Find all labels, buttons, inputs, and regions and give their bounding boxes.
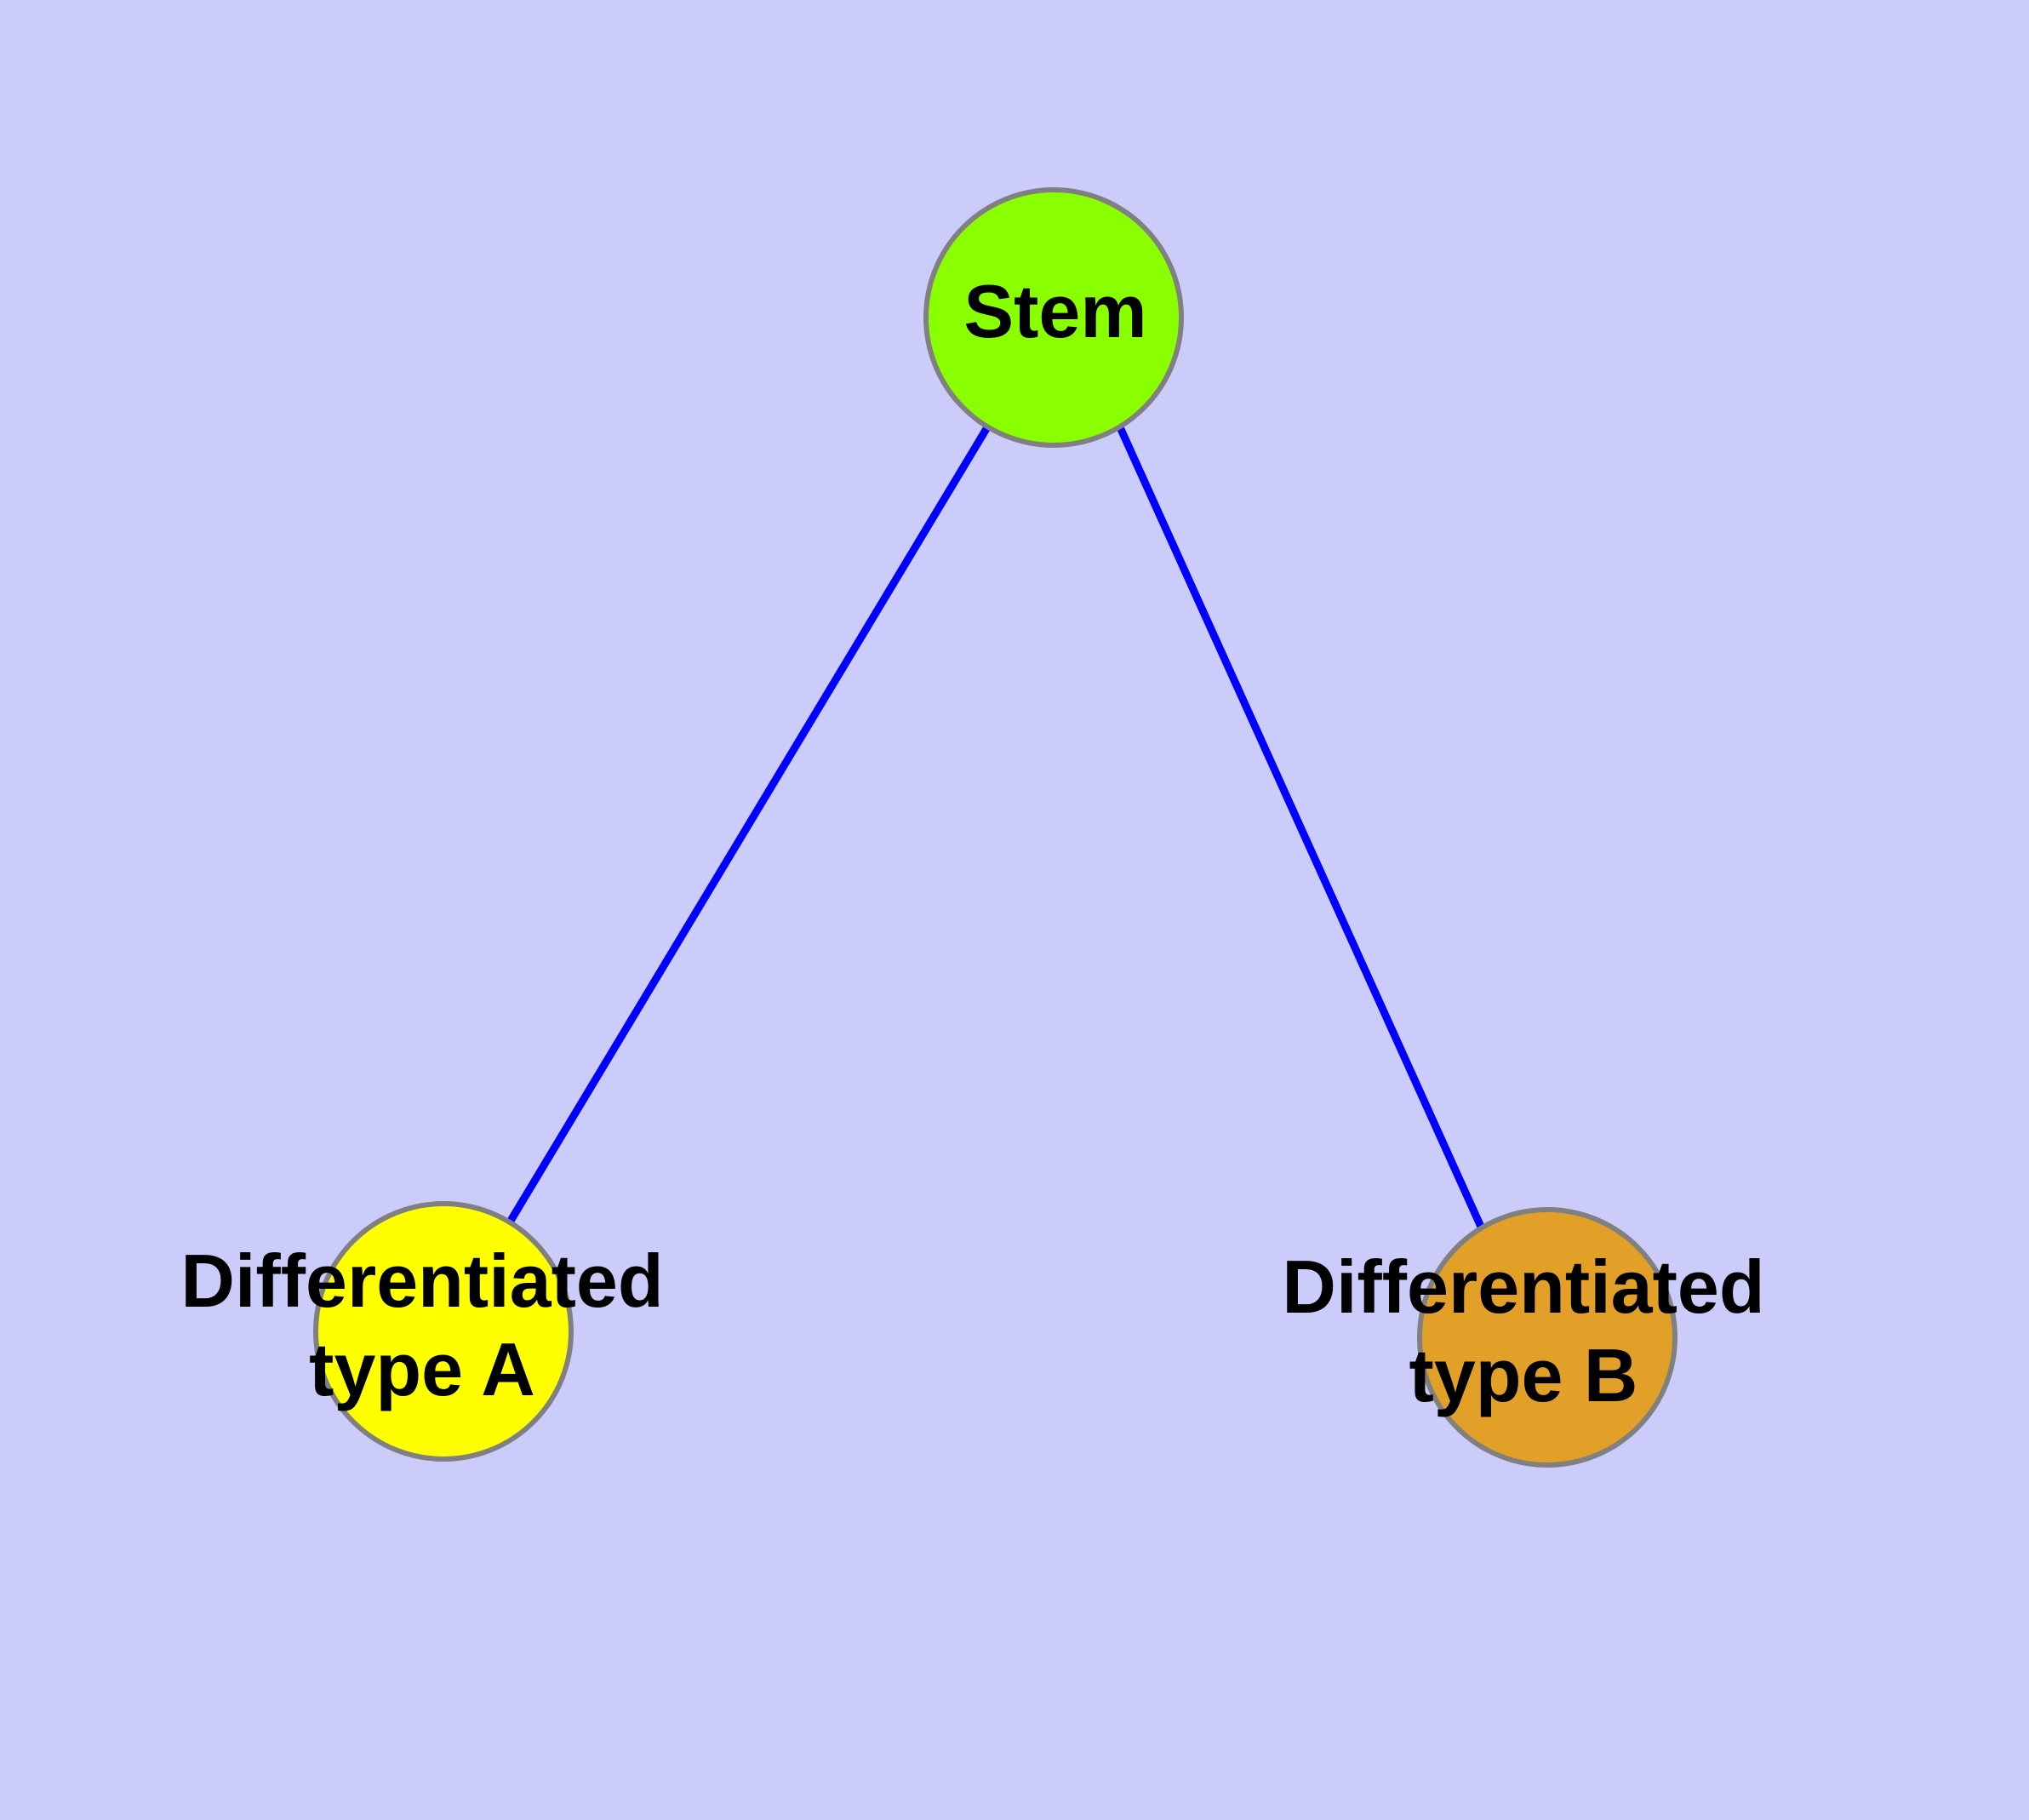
node-stem-label: Stem — [963, 269, 1146, 353]
edge-group — [507, 425, 1485, 1228]
edge-stem-to-diff-a[interactable] — [507, 425, 991, 1223]
node-stem-circle[interactable] — [923, 187, 1184, 448]
node-diff-b-circle[interactable] — [1417, 1207, 1677, 1468]
edge-stem-to-diff-b[interactable] — [1116, 426, 1485, 1228]
node-stem[interactable]: Stem — [923, 187, 1184, 448]
node-diff-a-circle[interactable] — [313, 1201, 574, 1462]
